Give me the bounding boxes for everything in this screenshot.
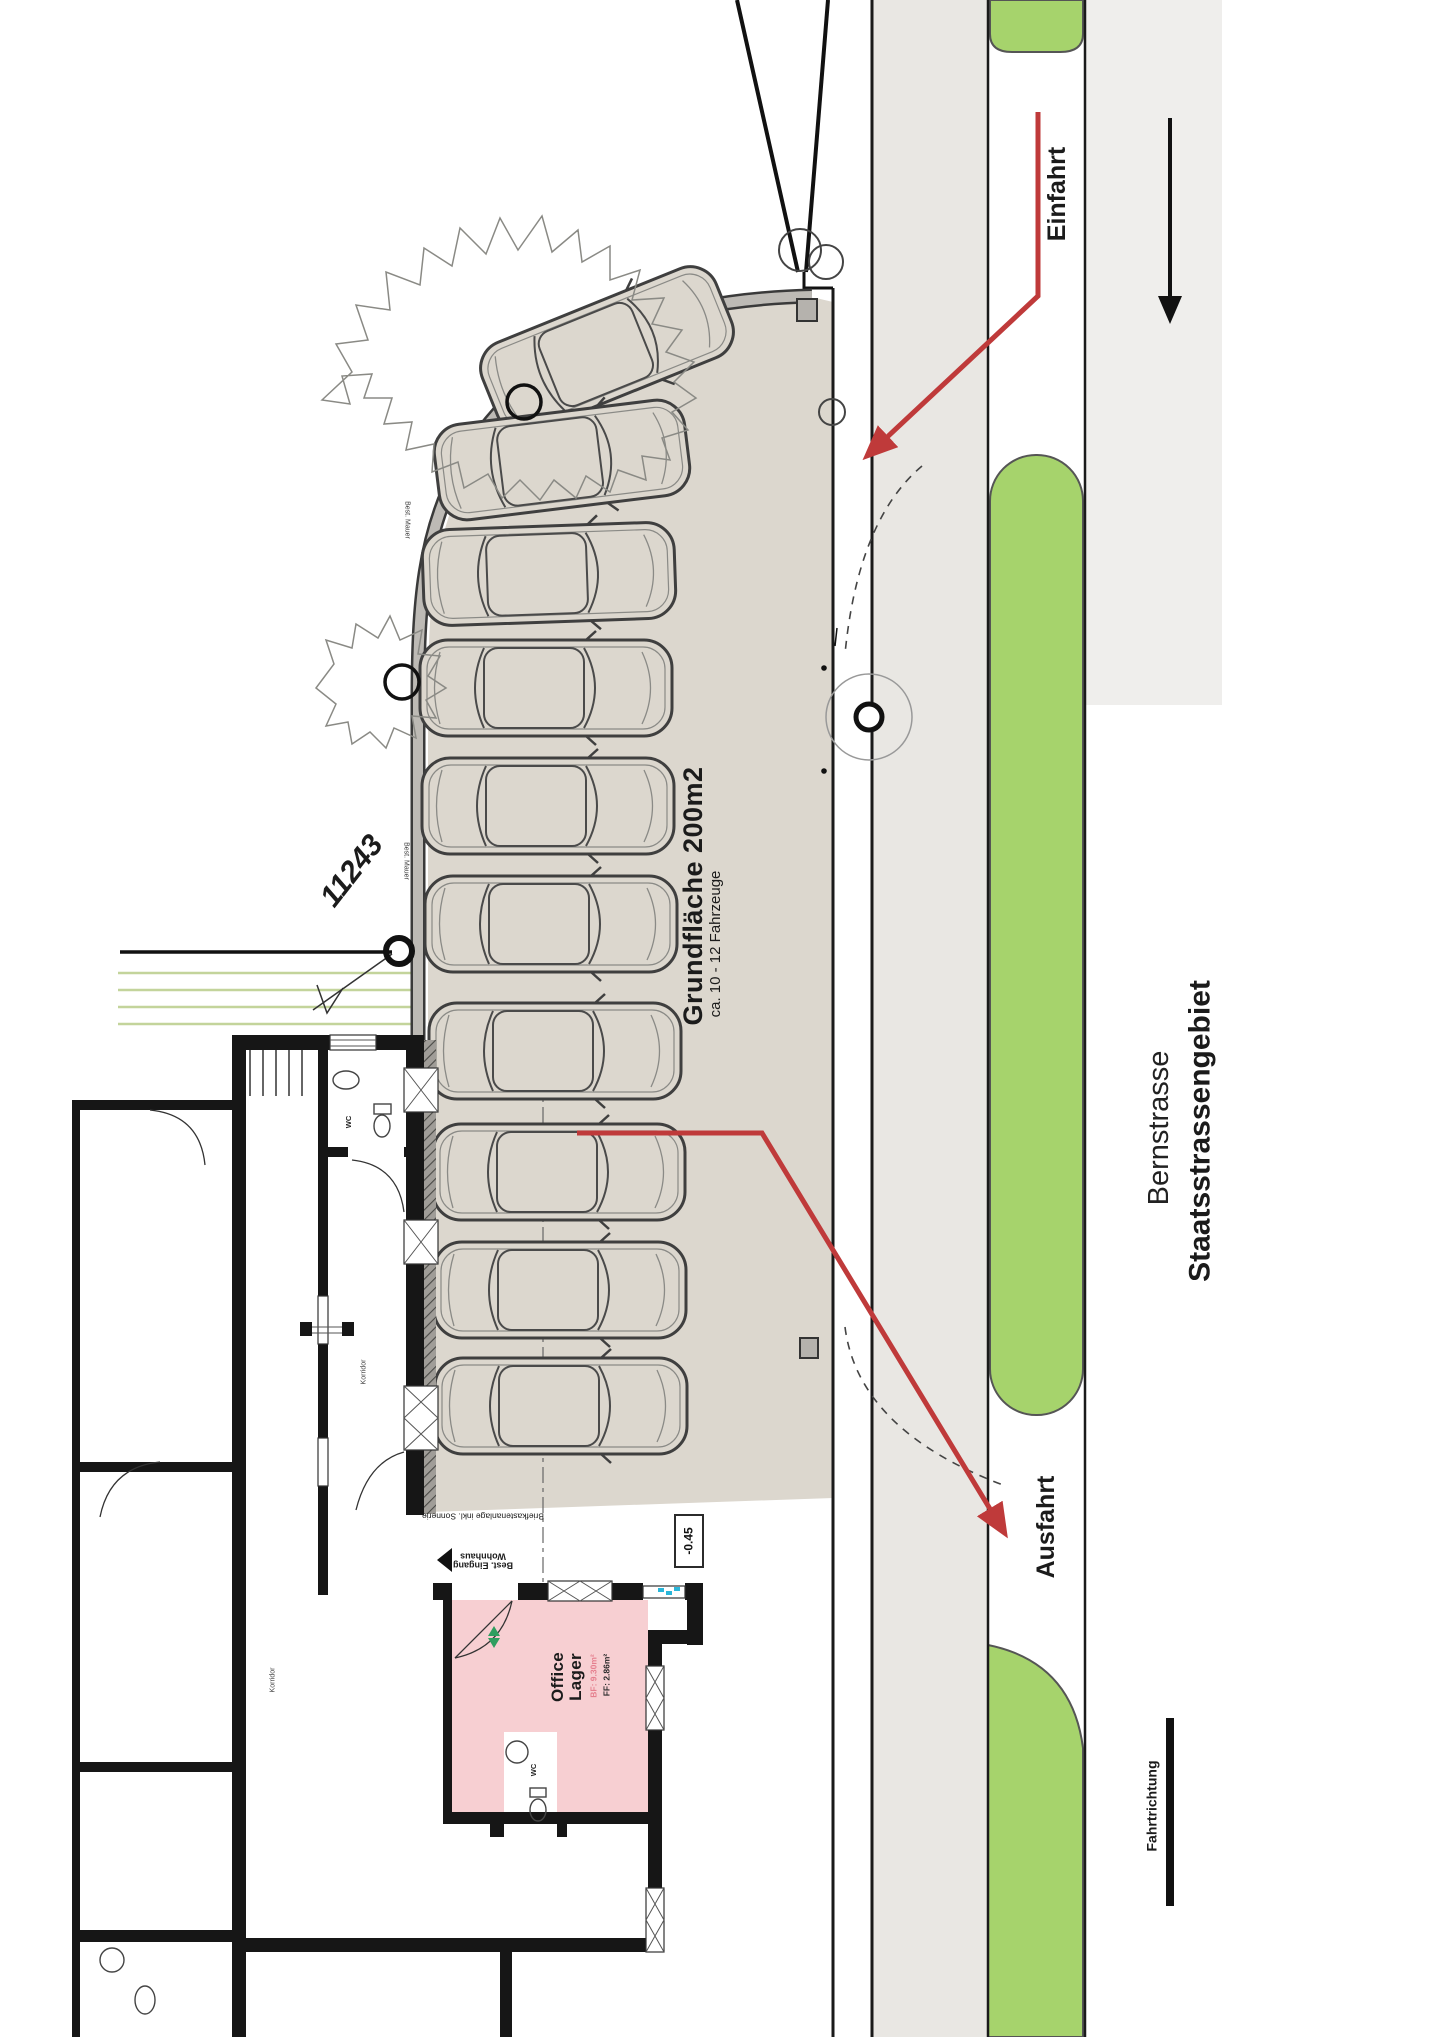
street-bernstrasse: [872, 0, 1222, 2037]
level-value: -0.45: [682, 1527, 697, 1555]
korridor-left-label: Korridor: [269, 1667, 277, 1693]
street-zone: Staatsstrassengebiet: [1183, 980, 1217, 1282]
verge-top: [989, 0, 1084, 53]
verge-main: [989, 454, 1084, 1416]
building-plan: [72, 1034, 703, 2037]
property-lines-top: [735, 0, 833, 290]
gate-post-top: [796, 298, 818, 322]
office-room-label: Office Lager: [548, 1652, 585, 1702]
bush-outlines: [314, 214, 698, 750]
wall-openings: [312, 1034, 686, 1953]
level-marker: -0.45: [674, 1514, 704, 1568]
exit-label: Ausfahrt: [1031, 1475, 1060, 1579]
office-room-ff: FF: 2.86m²: [601, 1653, 612, 1697]
street-name: Bernstrasse: [1142, 1050, 1175, 1206]
sidewalk-band: [872, 0, 988, 2037]
green-marker: [488, 1626, 500, 1648]
wall-note-1: Best. Mauer: [402, 842, 410, 880]
garden-stripes: [118, 971, 425, 1026]
entry-arrow: [862, 112, 1041, 461]
exit-arrow: [577, 1130, 1008, 1539]
stairs: [249, 1050, 303, 1096]
survey-markers: [383, 228, 846, 967]
entrance-arrow: [437, 1548, 452, 1572]
tree-symbol: [825, 673, 913, 761]
verge-bottom: [987, 1643, 1084, 2037]
door-arcs: [99, 1109, 513, 1659]
survey-zigzag: [312, 953, 393, 1015]
wc-lower-label: WC: [529, 1763, 539, 1777]
green-verges: [987, 0, 1084, 2037]
wc-lower-room: [504, 1732, 557, 1812]
parking-area-subtitle: ca. 10 - 12 Fahrzeuge: [707, 870, 725, 1018]
korridor-upper-label: Korridor: [360, 1359, 368, 1385]
wall-note-2: Best. Mauer: [403, 501, 411, 539]
gate-post-bottom: [799, 1337, 819, 1359]
cyan-marks: [658, 1587, 680, 1595]
mailbox-note: Briefkastenanlage inkl. Sonnerie: [422, 1511, 544, 1522]
wc-upper-label: WC: [344, 1115, 354, 1129]
office-room-bf: BF: 9.30m²: [588, 1654, 599, 1698]
road-band: [1085, 0, 1222, 705]
direction-label: Fahrtrichtung: [1143, 1760, 1160, 1852]
entrance-note: Best. Eingang Wohnhaus: [452, 1551, 514, 1571]
entry-label: Einfahrt: [1042, 146, 1071, 242]
parking-area-title: Grundfläche 200m2: [677, 766, 708, 1026]
sanitary-fixtures: [99, 1070, 547, 2015]
